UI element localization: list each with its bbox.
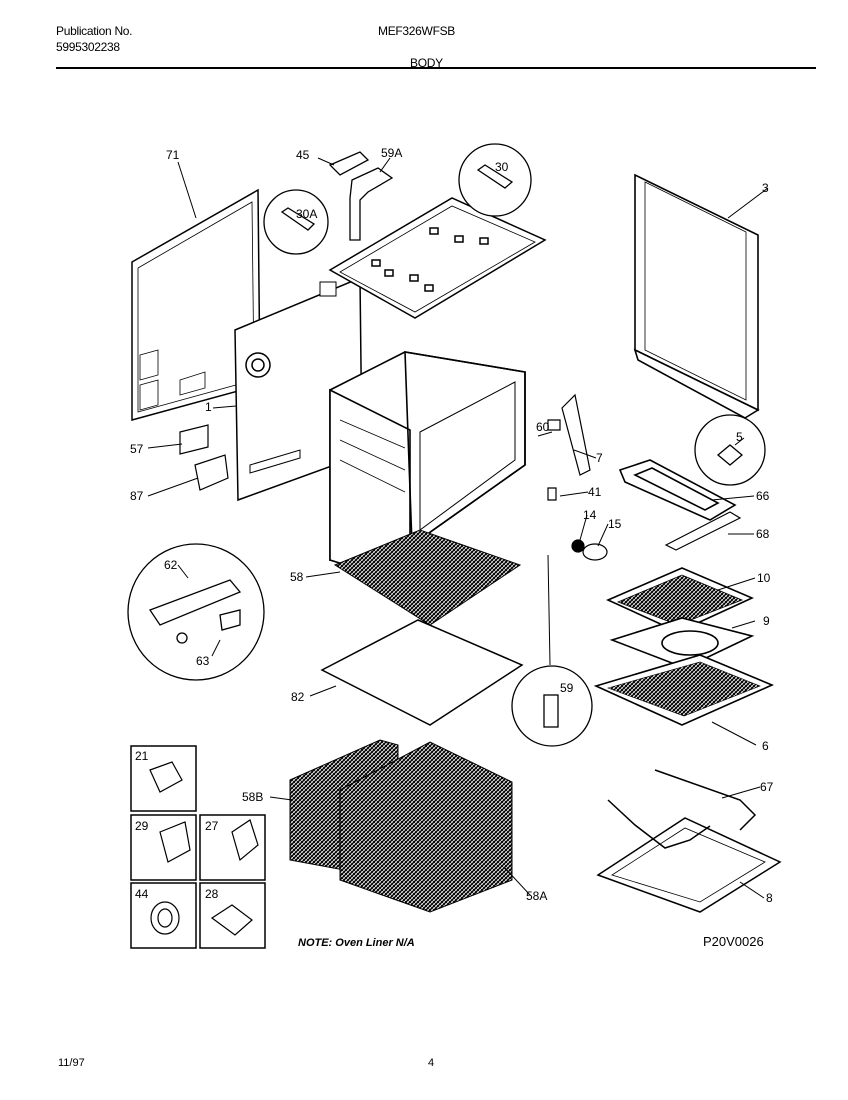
callout-58: 58	[290, 570, 304, 584]
callout-63: 63	[196, 654, 210, 668]
callout-82: 82	[291, 690, 305, 704]
part-30-detail	[458, 143, 532, 217]
callout-57: 57	[130, 442, 144, 456]
publication-label: Publication No.	[56, 24, 133, 38]
footer-date: 11/97	[58, 1057, 85, 1069]
callout-10: 10	[757, 571, 771, 585]
callout-58a: 58A	[526, 889, 547, 903]
part-7-60-41-components	[547, 393, 591, 501]
callout-30a: 30A	[296, 207, 317, 221]
part-10-9-6-pans-rack	[593, 567, 775, 726]
part-top-panel	[328, 197, 547, 319]
diagram-code: P20V0026	[703, 934, 764, 949]
callout-87: 87	[130, 489, 144, 503]
part-59-detail	[511, 665, 593, 747]
callout-29: 29	[135, 819, 149, 833]
part-62-63-detail	[127, 543, 265, 681]
part-3-door	[633, 173, 760, 419]
part-30a-detail	[263, 189, 329, 255]
part-58b-58a-insulation	[289, 739, 513, 913]
callout-1: 1	[205, 400, 212, 414]
part-66-bake-element	[618, 459, 737, 521]
callout-66: 66	[756, 489, 770, 503]
callout-41: 41	[588, 485, 602, 499]
callout-67: 67	[760, 780, 774, 794]
part-5-detail	[694, 414, 766, 486]
callout-62: 62	[164, 558, 178, 572]
section-title: BODY	[410, 56, 443, 70]
callout-21: 21	[135, 749, 149, 763]
page-number: 4	[428, 1057, 435, 1069]
callout-58b: 58B	[242, 790, 263, 804]
callout-30: 30	[495, 160, 509, 174]
part-71-back-panel	[131, 188, 261, 421]
header-rule	[56, 67, 816, 69]
callout-71: 71	[166, 148, 180, 162]
callout-6: 6	[762, 739, 769, 753]
publication-number: 5995302238	[56, 40, 120, 54]
callout-27: 27	[205, 819, 219, 833]
callout-45: 45	[296, 148, 310, 162]
callout-28: 28	[205, 887, 219, 901]
callout-44: 44	[135, 887, 149, 901]
model-number: MEF326WFSB	[378, 24, 456, 38]
callout-9: 9	[763, 614, 770, 628]
part-82-bottom-panel	[320, 619, 524, 726]
callout-5: 5	[736, 430, 743, 444]
part-67-8-broil-drawer	[596, 769, 782, 913]
callout-8: 8	[766, 891, 773, 905]
callout-60: 60	[536, 420, 550, 434]
callout-7: 7	[596, 451, 603, 465]
callout-68: 68	[756, 527, 770, 541]
part-59-leader	[547, 554, 551, 666]
part-58-insulation	[333, 529, 522, 626]
callout-15: 15	[608, 517, 622, 531]
part-45-59a-brackets	[328, 151, 394, 241]
callout-14: 14	[583, 508, 597, 522]
oven-liner-note: NOTE: Oven Liner N/A	[298, 937, 415, 949]
part-14-15-knob	[571, 539, 608, 561]
callout-59: 59	[560, 681, 574, 695]
callout-labels: 71 45 59A 30 3 30A 1 57 87 60 7 5 41 66 …	[130, 146, 774, 905]
part-57-87-brackets	[179, 424, 229, 491]
leader-lines	[147, 157, 769, 899]
part-68-strip	[664, 511, 742, 551]
part-oven-cavity	[329, 351, 526, 587]
callout-59a: 59A	[381, 146, 402, 160]
small-part-sketches	[149, 761, 259, 936]
callout-3: 3	[762, 181, 769, 195]
